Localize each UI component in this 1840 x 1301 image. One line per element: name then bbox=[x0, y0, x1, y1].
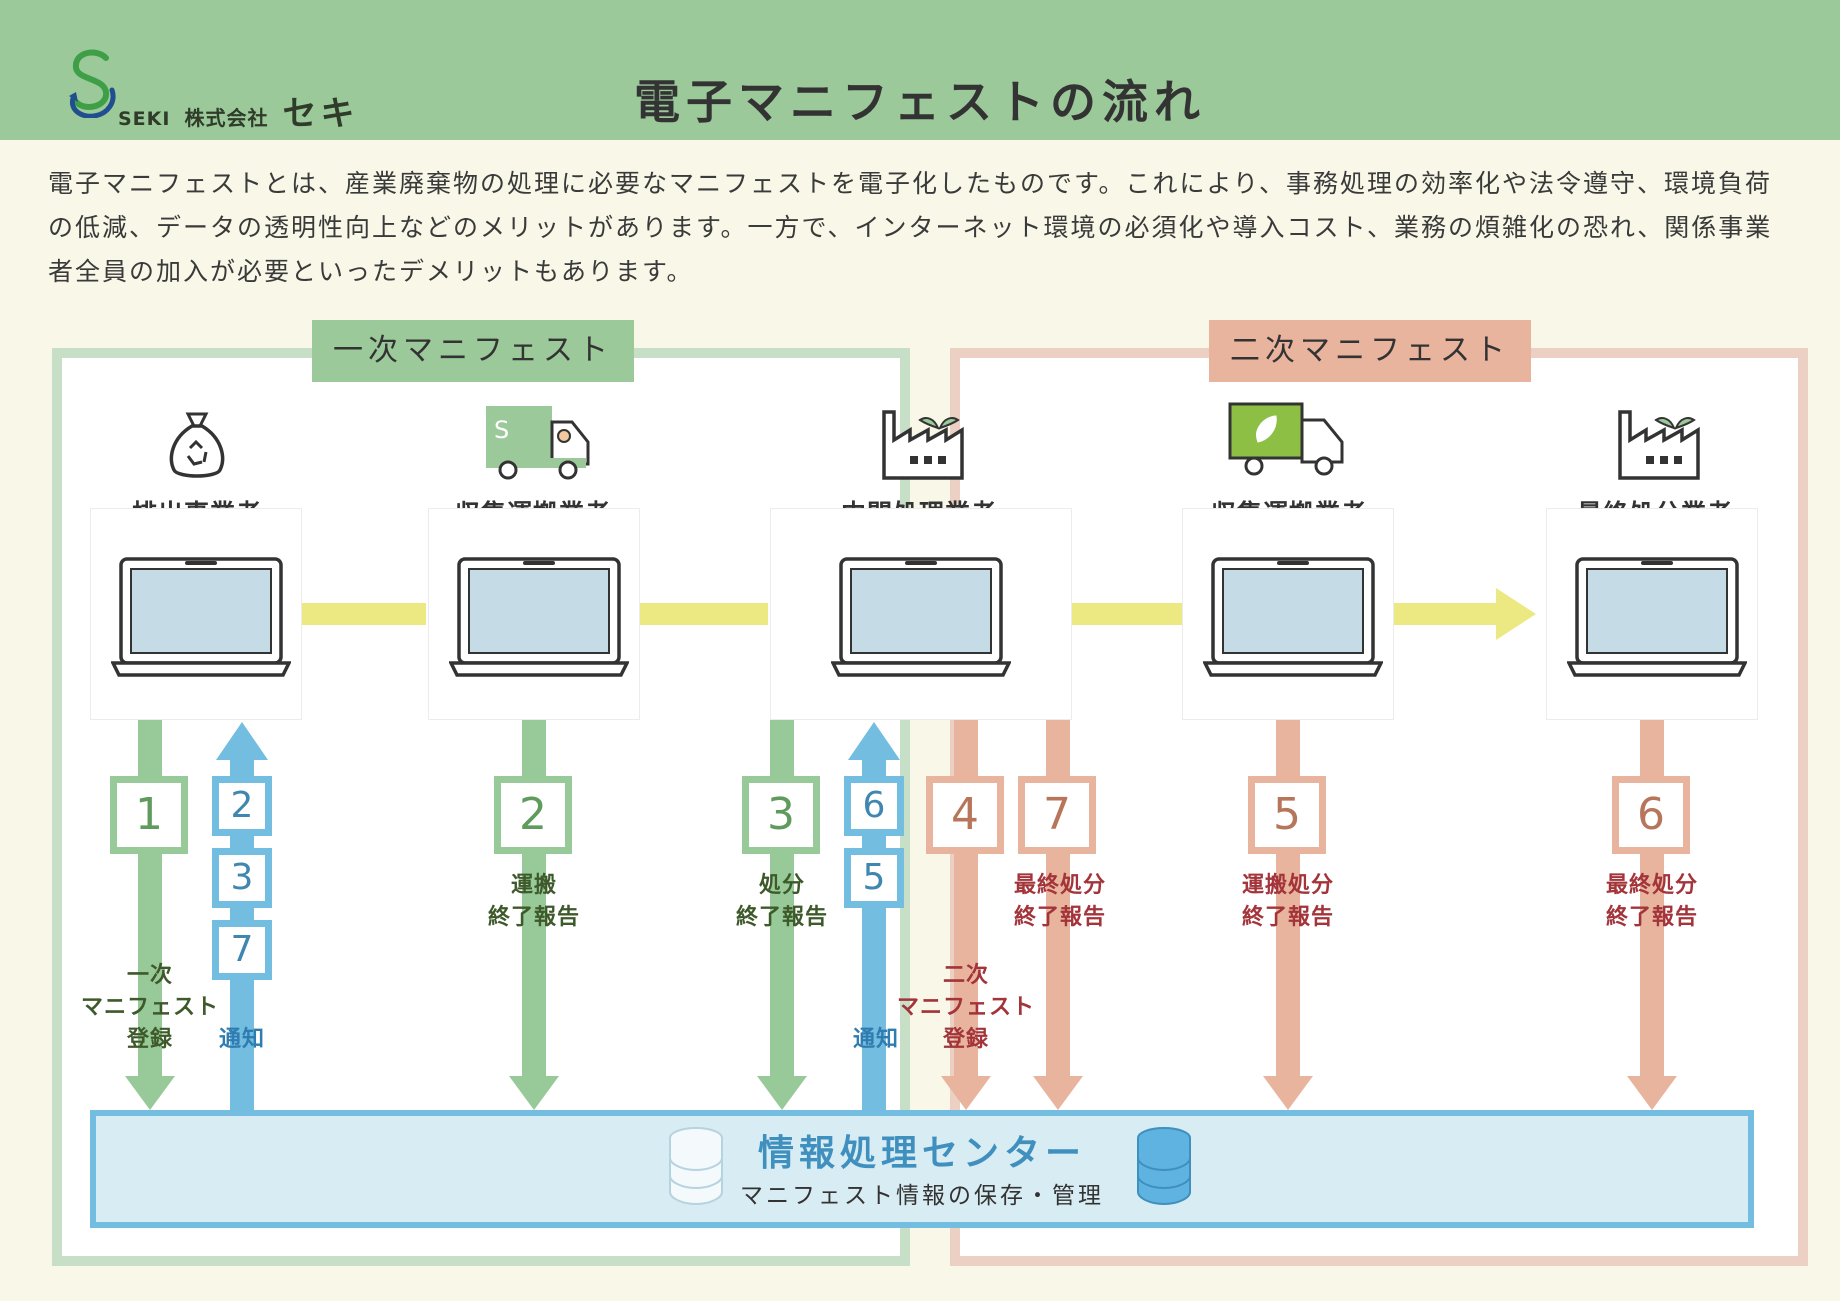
seki-logo-icon bbox=[69, 49, 116, 118]
text-line: 登録 bbox=[126, 1027, 173, 1052]
primary-manifest-label: 一次マニフェスト bbox=[312, 320, 634, 382]
step-3-notify-box: 3 bbox=[212, 848, 272, 908]
text-line: 最終処分 bbox=[1013, 873, 1106, 898]
factory-icon bbox=[882, 410, 964, 480]
text-line: 最終処分 bbox=[1605, 873, 1698, 898]
seki-truck-icon: S bbox=[486, 406, 590, 480]
garbage-bag-icon bbox=[169, 412, 225, 478]
notify-text: 通知 bbox=[852, 1027, 899, 1052]
green-truck-icon bbox=[1228, 402, 1344, 476]
text-line: 終了報告 bbox=[1013, 905, 1106, 930]
database-icon bbox=[669, 1127, 723, 1206]
info-center-subtitle: マニフェスト情報の保存・管理 bbox=[740, 1183, 1104, 1209]
text-line: 登録 bbox=[942, 1027, 989, 1052]
flow-connector bbox=[1070, 603, 1182, 625]
svg-text:S: S bbox=[494, 416, 509, 444]
text-line: マニフェスト bbox=[80, 995, 219, 1020]
transport-disposal-done-text: 運搬処分 終了報告 bbox=[1218, 870, 1358, 934]
page-title: 電子マニフェストの流れ bbox=[634, 75, 1206, 129]
logo-kabushiki-text: 株式会社 bbox=[184, 106, 269, 130]
laptop-icon bbox=[449, 557, 629, 677]
factory-icon bbox=[1618, 410, 1700, 480]
text-line: 終了報告 bbox=[735, 905, 828, 930]
text-line: マニフェスト bbox=[896, 995, 1035, 1020]
secondary-register-text: 二次 マニフェスト 登録 bbox=[886, 960, 1046, 1056]
text-line: 運搬 bbox=[510, 873, 557, 898]
step-2-box: 2 bbox=[494, 776, 572, 854]
final-done-text: 最終処分 終了報告 bbox=[1582, 870, 1722, 934]
notify-text: 通知 bbox=[218, 1027, 265, 1052]
step-2-notify-box: 2 bbox=[212, 776, 272, 836]
laptop-icon bbox=[111, 557, 291, 677]
logo-company-name: セキ bbox=[282, 94, 359, 134]
step-5-box: 5 bbox=[1248, 776, 1326, 854]
laptop-icon bbox=[1567, 557, 1747, 677]
text-line: 一次 bbox=[126, 963, 173, 988]
text-line: 終了報告 bbox=[1241, 905, 1334, 930]
laptop-icon bbox=[1203, 557, 1383, 677]
laptop-icon bbox=[831, 557, 1011, 677]
text-line: 運搬処分 bbox=[1241, 873, 1334, 898]
final-done-text: 最終処分 終了報告 bbox=[990, 870, 1130, 934]
actor-card-collector-2 bbox=[1182, 508, 1394, 720]
step-4-box: 4 bbox=[926, 776, 1004, 854]
intro-paragraph: 電子マニフェストとは、産業廃棄物の処理に必要なマニフェストを電子化したものです。… bbox=[48, 169, 1773, 286]
text-line: 終了報告 bbox=[1605, 905, 1698, 930]
database-icon bbox=[1137, 1127, 1191, 1206]
flow-connector bbox=[302, 603, 426, 625]
actor-card-collector-1 bbox=[428, 508, 640, 720]
text-line: 二次 bbox=[942, 963, 989, 988]
primary-register-text: 一次 マニフェスト 登録 bbox=[70, 960, 230, 1056]
info-processing-center bbox=[90, 1110, 1754, 1228]
step-6-box: 6 bbox=[1612, 776, 1690, 854]
step-3-box: 3 bbox=[742, 776, 820, 854]
text-line: 処分 bbox=[758, 873, 805, 898]
company-name: SEKI 株式会社 セキ bbox=[118, 86, 358, 135]
logo-seki-text: SEKI bbox=[118, 108, 171, 130]
text-line: 終了報告 bbox=[487, 905, 580, 930]
actor-card-generator bbox=[90, 508, 302, 720]
step-7-box: 7 bbox=[1018, 776, 1096, 854]
header-band bbox=[0, 0, 1840, 140]
actor-card-final-disposal bbox=[1546, 508, 1758, 720]
process-done-text: 処分 終了報告 bbox=[712, 870, 852, 934]
step-1-box: 1 bbox=[110, 776, 188, 854]
flow-connector bbox=[638, 603, 768, 625]
info-center-title: 情報処理センター bbox=[757, 1133, 1086, 1174]
flow-arrow-head bbox=[1392, 588, 1536, 640]
secondary-manifest-label: 二次マニフェスト bbox=[1209, 320, 1531, 382]
transport-done-text: 運搬 終了報告 bbox=[464, 870, 604, 934]
step-6-notify-box: 6 bbox=[844, 776, 904, 836]
step-5-notify-box: 5 bbox=[844, 848, 904, 908]
step-7-notify-box: 7 bbox=[212, 920, 272, 980]
actor-card-intermediate bbox=[770, 508, 1072, 720]
